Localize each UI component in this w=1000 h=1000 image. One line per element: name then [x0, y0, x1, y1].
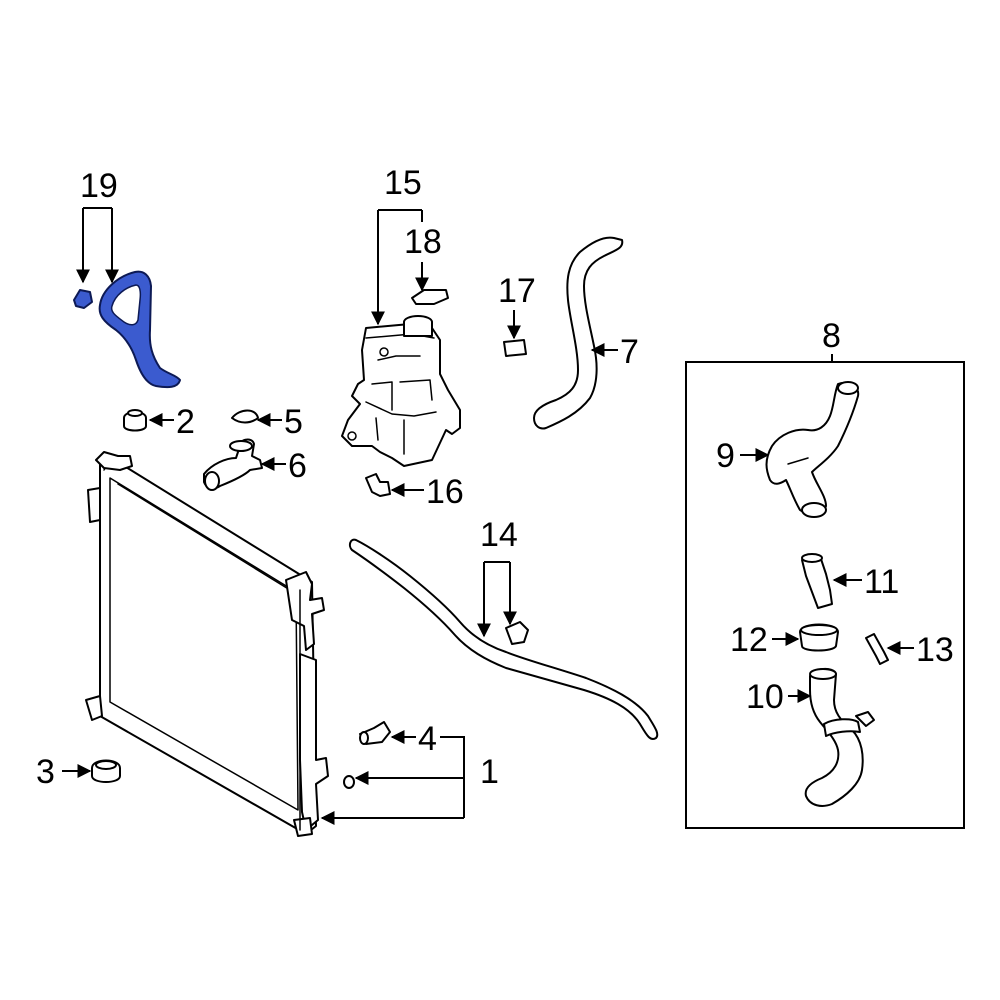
label-2: 2: [176, 403, 195, 441]
part-10-hose[interactable]: [804, 668, 875, 807]
part-1-radiator[interactable]: [85, 451, 329, 837]
part-7-upper-hose[interactable]: [533, 236, 624, 430]
label-19: 19: [80, 167, 118, 205]
part-11-connector[interactable]: [801, 553, 833, 609]
callout-11: 11: [832, 563, 899, 601]
label-7: 7: [620, 333, 639, 371]
part-19-clip[interactable]: [73, 289, 93, 309]
callout-4: 4: [390, 720, 437, 758]
label-13: 13: [916, 631, 954, 669]
part-19-air-guide[interactable]: [98, 270, 181, 389]
label-14: 14: [480, 516, 518, 554]
label-17: 17: [498, 272, 536, 310]
part-1-plug[interactable]: [343, 775, 355, 789]
label-1: 1: [480, 753, 499, 791]
part-14-lower-hose[interactable]: [348, 538, 659, 740]
callout-6: 6: [260, 447, 307, 485]
label-9: 9: [716, 437, 735, 475]
callout-2: 2: [148, 403, 195, 441]
part-12-clamp[interactable]: [799, 623, 839, 652]
callout-19: 19: [76, 167, 119, 284]
label-4: 4: [418, 720, 437, 758]
callout-13: 13: [886, 631, 954, 669]
label-15: 15: [384, 164, 422, 202]
label-16: 16: [426, 473, 464, 511]
callout-7: 7: [590, 333, 639, 371]
label-5: 5: [284, 403, 303, 441]
part-3-grommet[interactable]: [91, 759, 121, 783]
label-11: 11: [864, 563, 899, 601]
part-17-clip[interactable]: [503, 339, 527, 357]
callout-16: 16: [390, 473, 464, 511]
part-9-hose[interactable]: [765, 381, 860, 518]
label-10: 10: [746, 678, 784, 716]
label-12: 12: [730, 621, 768, 659]
label-6: 6: [288, 447, 307, 485]
part-6-filler-neck[interactable]: [203, 438, 263, 491]
callout-3: 3: [36, 753, 92, 791]
callout-9: 9: [716, 437, 770, 475]
part-15-reservoir-tank[interactable]: [341, 315, 461, 467]
callout-17: 17: [498, 272, 536, 340]
label-18: 18: [404, 223, 442, 261]
part-8-group-box: [685, 361, 965, 829]
callout-14: 14: [477, 516, 518, 638]
label-8: 8: [822, 317, 841, 355]
part-4-drain-plug[interactable]: [359, 721, 391, 745]
part-18-clip[interactable]: [411, 289, 449, 305]
part-13-sensor[interactable]: [865, 633, 889, 665]
callout-18: 18: [404, 223, 442, 292]
callout-10: 10: [746, 678, 812, 716]
part-5-seal[interactable]: [231, 409, 259, 424]
callout-8: 8: [822, 317, 841, 362]
part-2-cap[interactable]: [123, 409, 147, 432]
callout-15: 15: [371, 164, 423, 326]
part-16-bolt[interactable]: [365, 473, 391, 497]
callout-12: 12: [730, 621, 800, 659]
label-3: 3: [36, 753, 55, 791]
callout-1: 1: [320, 736, 499, 825]
callout-5: 5: [256, 403, 303, 441]
